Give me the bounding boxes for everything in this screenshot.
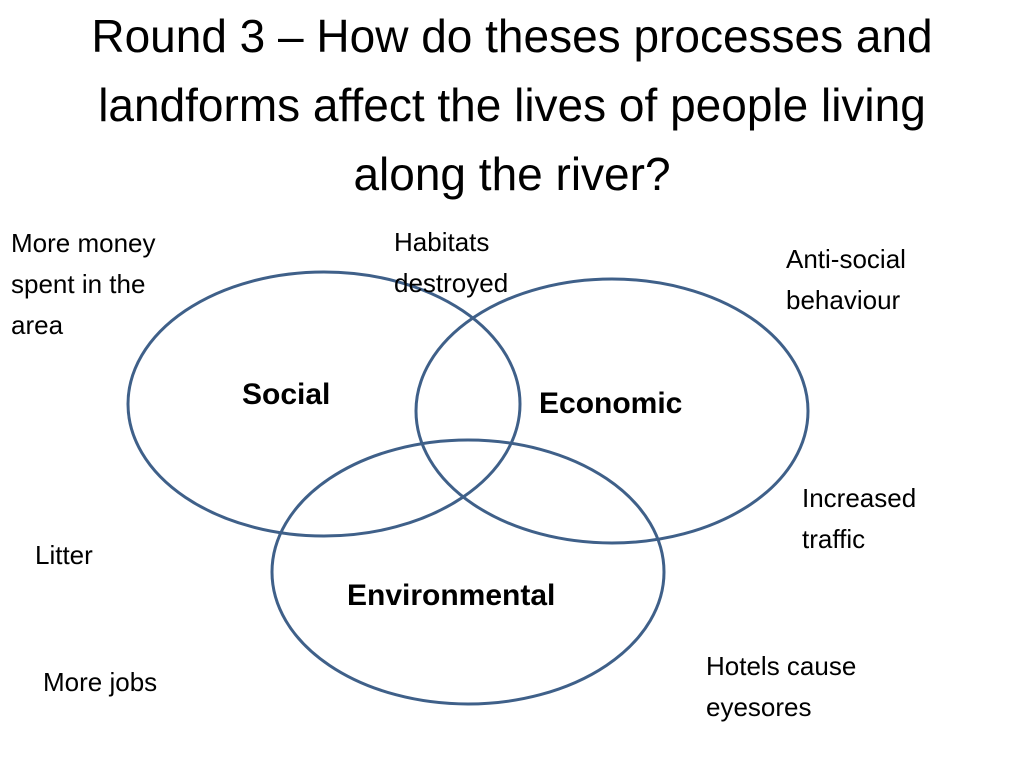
economic-label: Economic	[539, 387, 683, 420]
note-increased-traffic: Increased traffic	[802, 483, 917, 554]
environmental-circle	[270, 438, 666, 706]
social-circle	[126, 270, 522, 538]
note-habitats-destroyed: Habitats destroyed	[394, 227, 509, 298]
note-more-jobs: More jobs	[43, 667, 158, 697]
note-litter: Litter	[35, 540, 93, 570]
note-anti-social-behaviour: Anti-social behaviour	[786, 244, 906, 315]
environmental-label: Environmental	[347, 579, 556, 612]
economic-circle	[414, 277, 810, 545]
social-label: Social	[242, 378, 331, 411]
note-more-money: More money spent in the area	[11, 228, 156, 340]
slide-title: Round 3 – How do theses processes and la…	[91, 10, 933, 200]
note-hotels-eyesores: Hotels cause eyesores	[706, 651, 857, 722]
